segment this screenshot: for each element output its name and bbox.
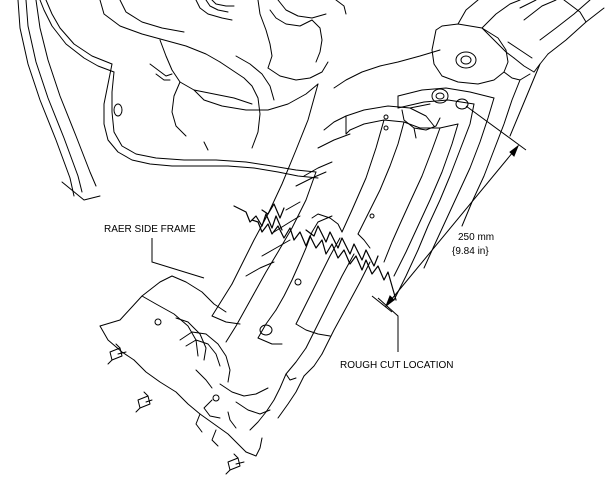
bolt-assembly [397, 87, 495, 139]
frame-upper-section [431, 0, 605, 85]
leader-rough-cut [377, 297, 399, 352]
dimension-extension-top [465, 105, 527, 151]
label-rear-side-frame: RAER SIDE FRAME [104, 224, 196, 235]
rough-cut-lines [233, 203, 397, 301]
dimension-label-imperial: {9.84 in} [452, 246, 489, 257]
dimension-label-metric: 250 mm [458, 232, 494, 243]
dimension-line [385, 145, 519, 307]
arrowhead-bottom-icon [384, 295, 395, 308]
arrowhead-top-icon [509, 144, 520, 157]
lower-bracket [99, 275, 305, 475]
body-panel [17, 0, 347, 201]
label-rough-cut-location: ROUGH CUT LOCATION [340, 360, 454, 371]
mounting-studs [107, 343, 245, 475]
dimension-callout [371, 105, 527, 313]
leader-rear-side-frame [151, 238, 205, 279]
rear-side-frame-rail [211, 49, 541, 381]
dimension-extension-bottom [371, 295, 393, 313]
